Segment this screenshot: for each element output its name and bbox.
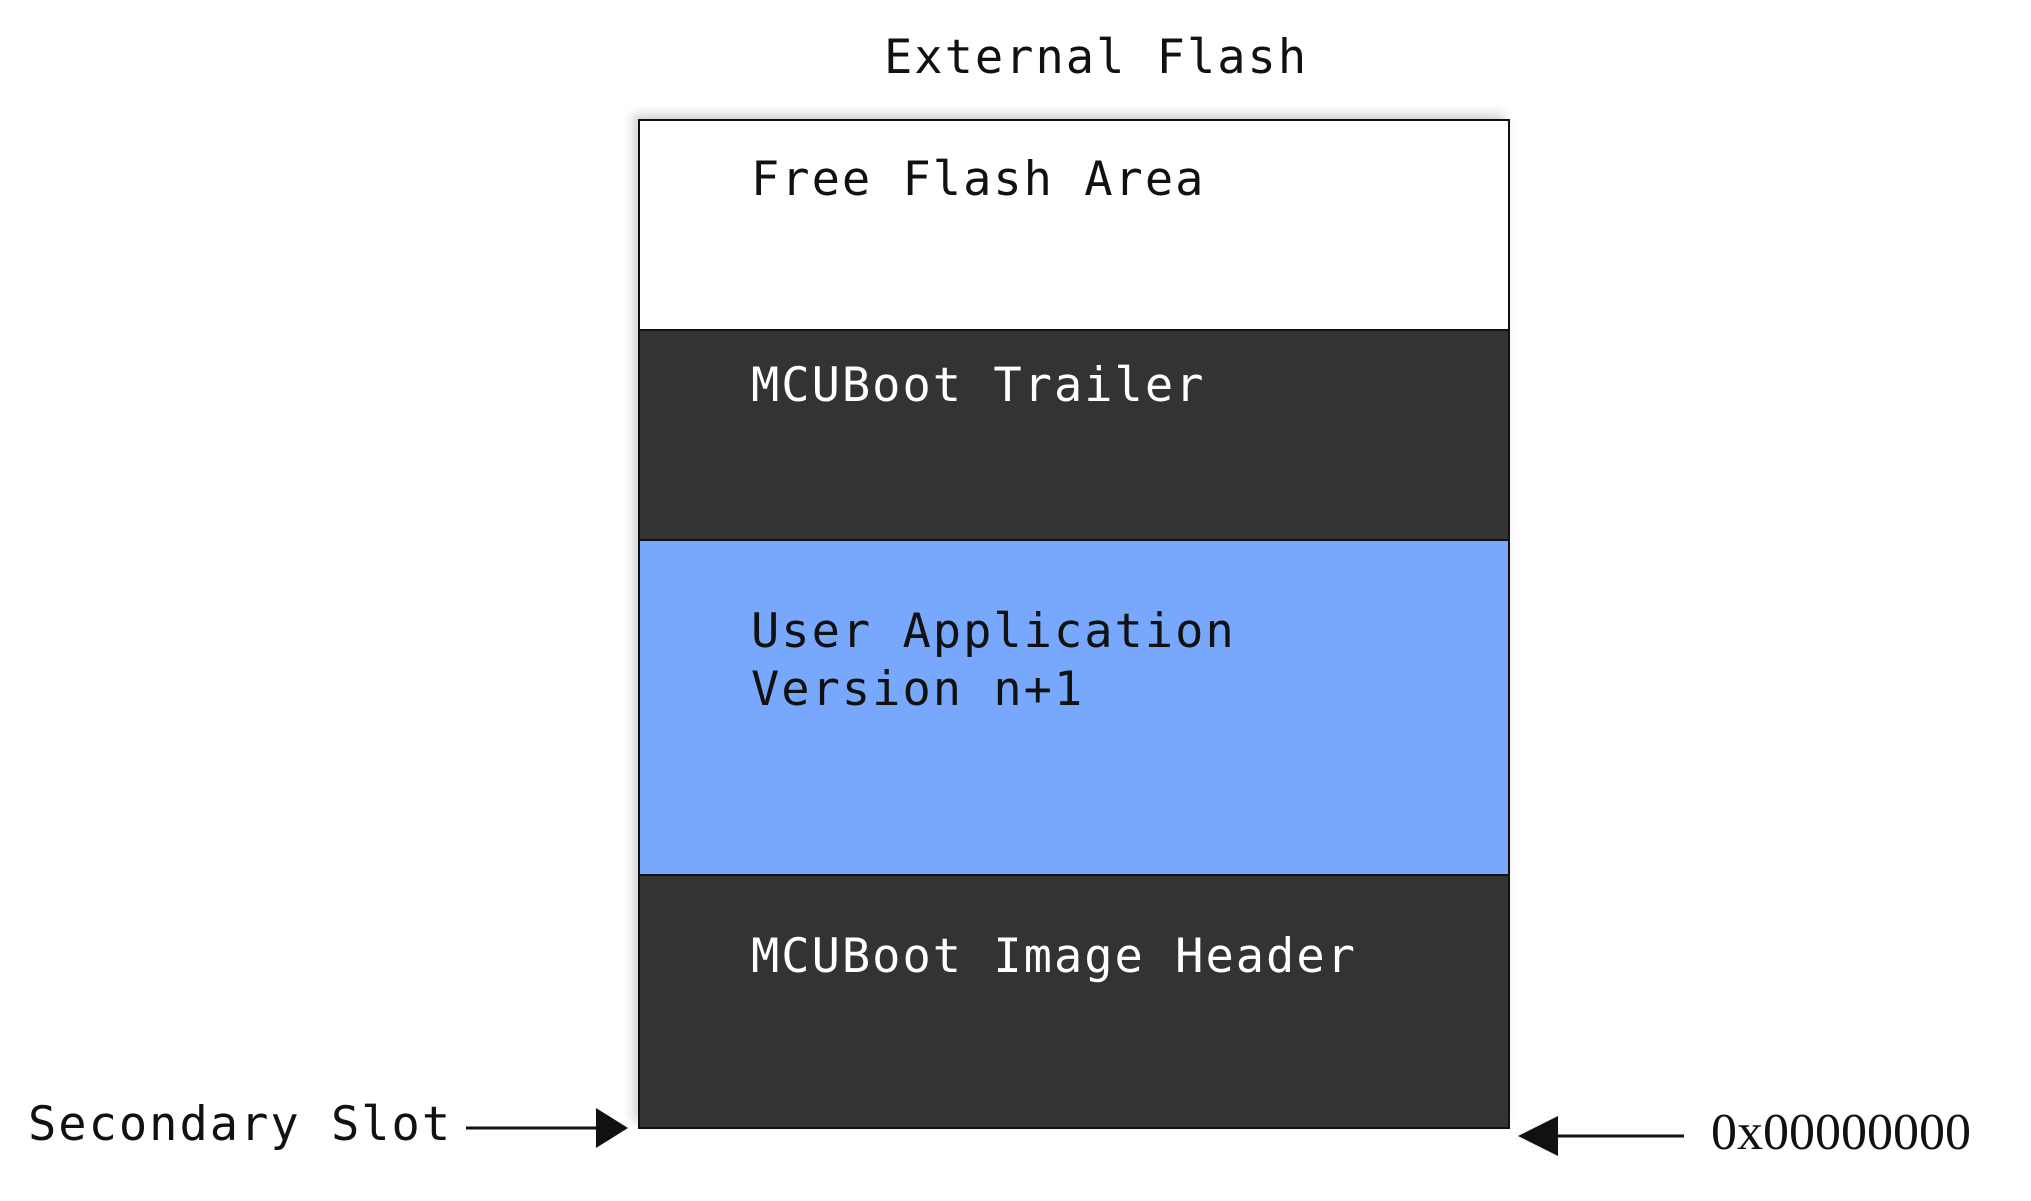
arrow-right-icon <box>466 1108 628 1148</box>
secondary-slot-label: Secondary Slot <box>28 1097 453 1152</box>
arrow-left-icon <box>1518 1116 1684 1156</box>
free-flash-area-block: Free Flash Area <box>638 119 1510 331</box>
free-flash-area-label: Free Flash Area <box>751 152 1206 207</box>
mcuboot-image-header-label: MCUBoot Image Header <box>751 929 1357 984</box>
diagram-title: External Flash <box>884 30 1309 85</box>
user-application-block: User Application Version n+1 <box>638 539 1510 876</box>
mcuboot-image-header-block: MCUBoot Image Header <box>638 874 1510 1129</box>
base-address-label: 0x00000000 <box>1711 1104 1971 1161</box>
mcuboot-trailer-block: MCUBoot Trailer <box>638 329 1510 541</box>
memory-stack: Free Flash Area MCUBoot Trailer User App… <box>638 119 1510 1129</box>
mcuboot-trailer-label: MCUBoot Trailer <box>751 358 1206 413</box>
user-application-label: User Application Version n+1 <box>751 604 1236 717</box>
